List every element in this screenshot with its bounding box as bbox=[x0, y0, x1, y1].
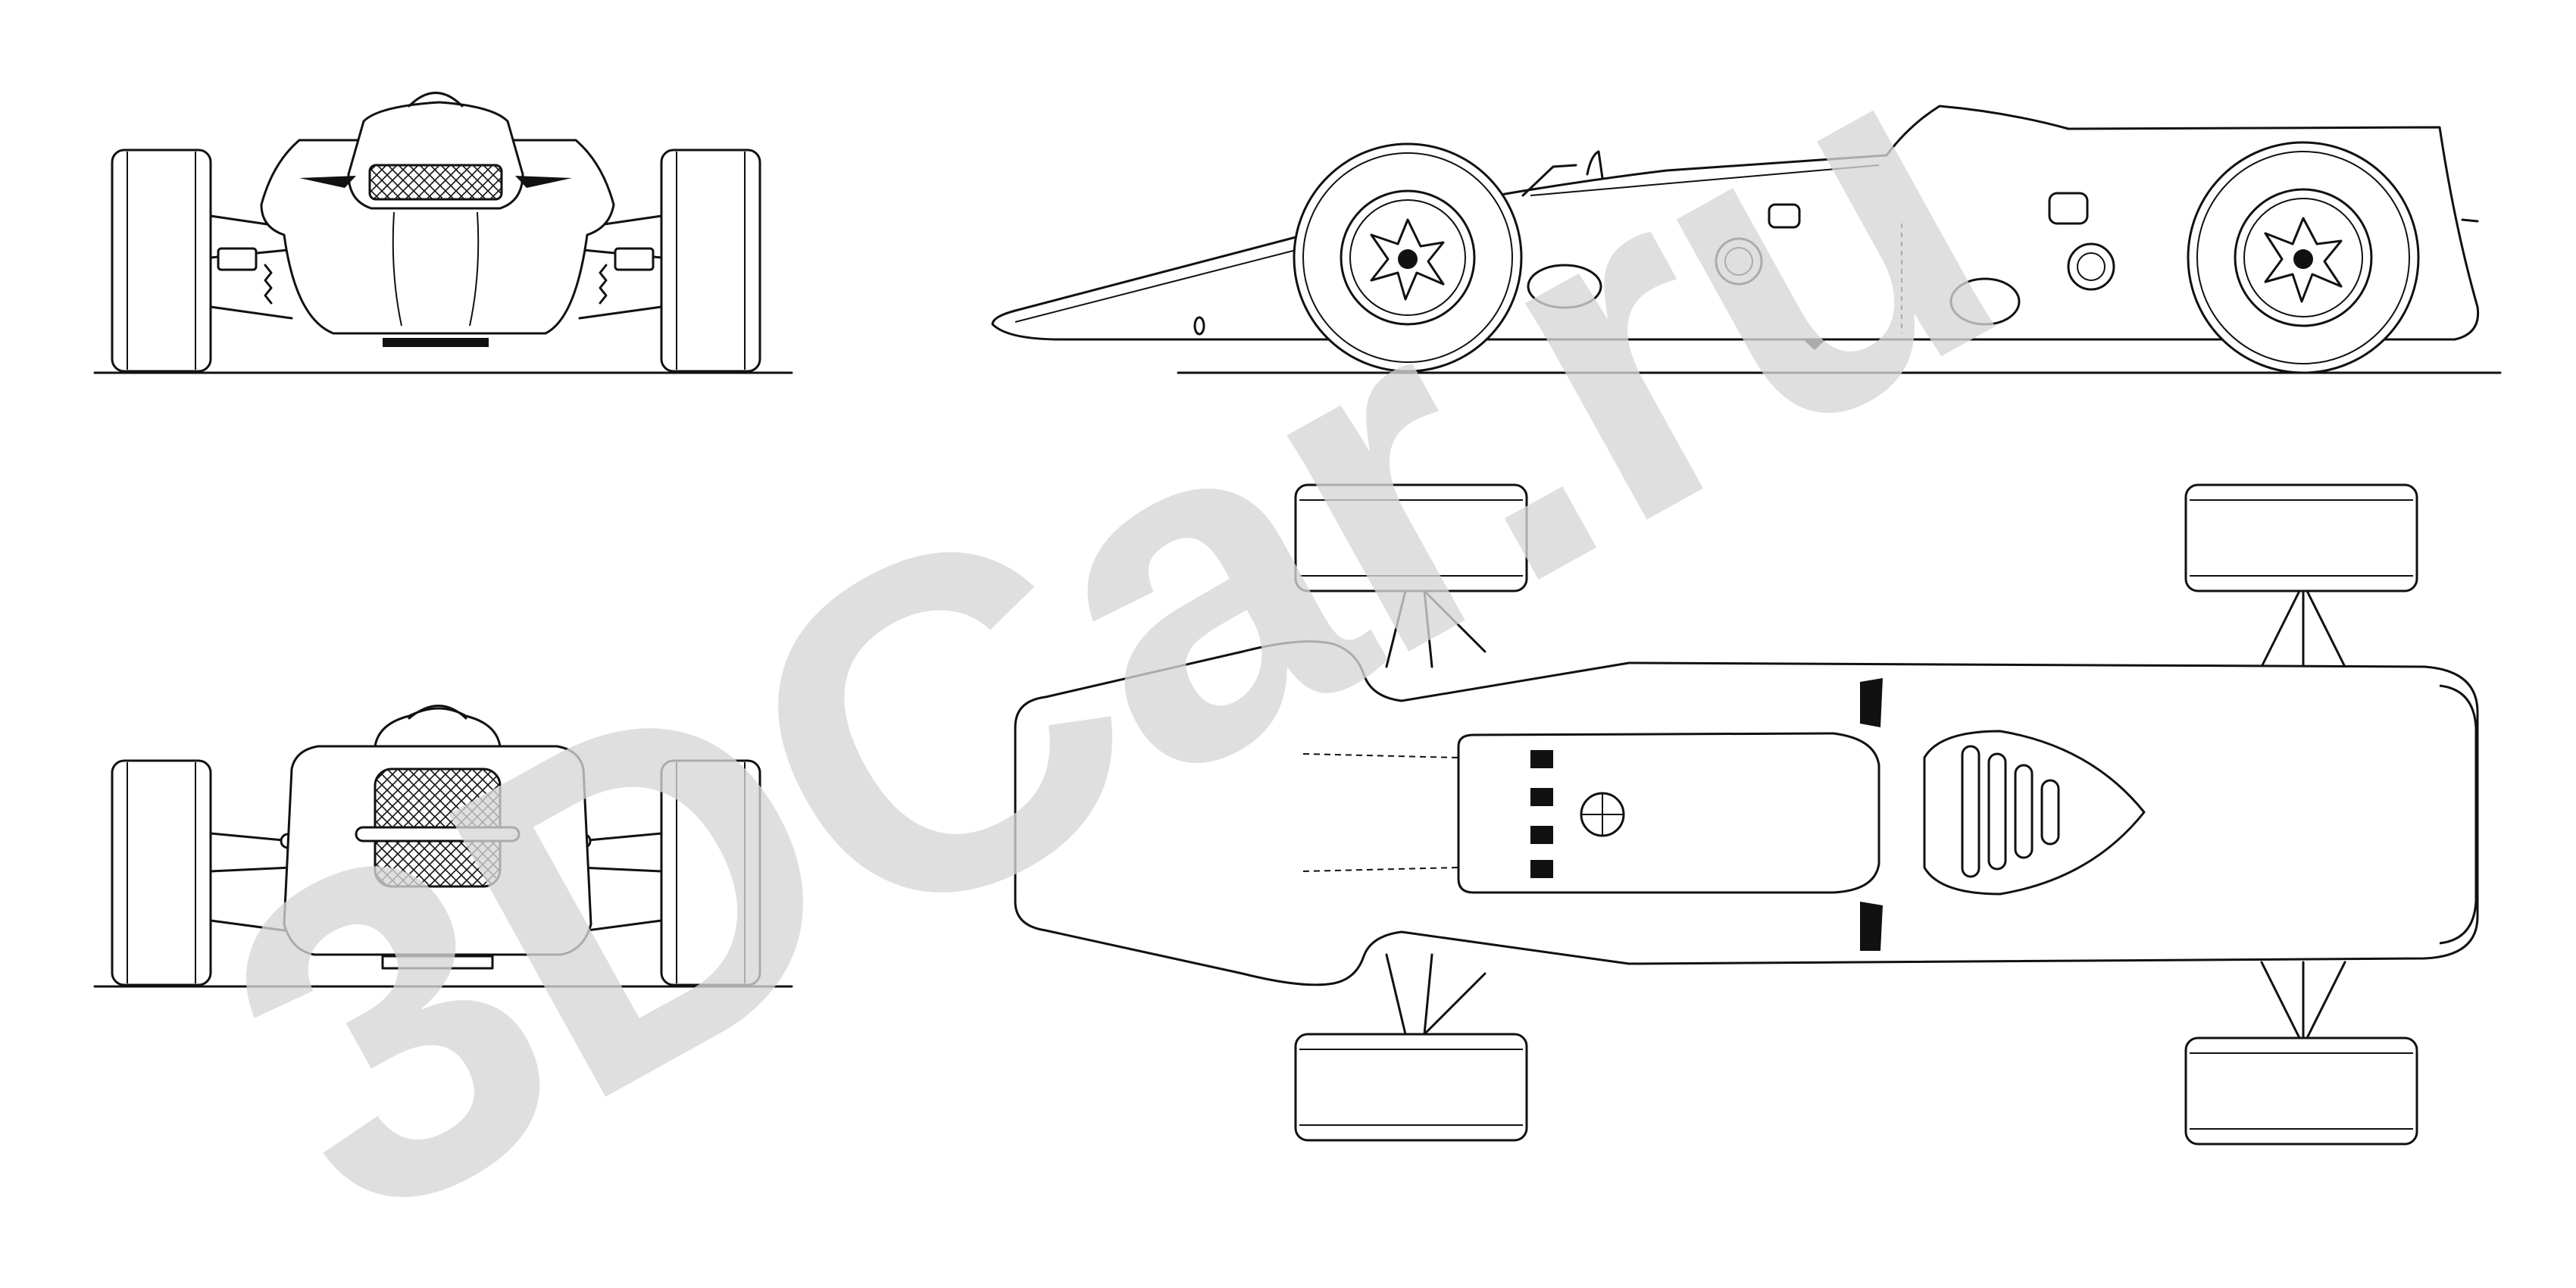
top-suspension bbox=[1385, 589, 2346, 1039]
rear-gearbox bbox=[381, 955, 494, 970]
side-oval-panel-rear bbox=[1949, 277, 2021, 326]
front-right-tire bbox=[660, 148, 761, 373]
top-gauge-1 bbox=[1530, 750, 1553, 768]
front-left-tire bbox=[111, 148, 212, 373]
front-radiator-mesh bbox=[368, 164, 503, 201]
side-filler-cap-front bbox=[1715, 237, 1763, 286]
front-undertray bbox=[383, 338, 489, 347]
side-windscreen bbox=[1521, 164, 1577, 197]
rear-right-tire bbox=[660, 759, 761, 986]
front-view bbox=[93, 92, 793, 374]
top-intake-slot-3 bbox=[2014, 764, 2034, 859]
side-tail-pipe bbox=[2461, 218, 2479, 223]
side-filler-cap-rear bbox=[2067, 242, 2115, 291]
top-rear-bumper bbox=[2439, 684, 2478, 945]
side-rear-wheel bbox=[2187, 141, 2420, 374]
side-steering-wheel bbox=[1586, 150, 1604, 180]
side-oval-panel-front bbox=[1527, 264, 1602, 309]
top-intake-slot-1 bbox=[1961, 745, 1980, 878]
side-view bbox=[991, 105, 2502, 374]
top-rear-left-tire bbox=[2184, 483, 2418, 592]
top-view bbox=[1014, 483, 2479, 1146]
top-rear-right-tire bbox=[2184, 1036, 2418, 1146]
top-intake-slot-4 bbox=[2040, 779, 2060, 846]
front-suspension bbox=[209, 214, 663, 320]
top-front-right-tire bbox=[1294, 1033, 1528, 1142]
side-mirror-mount bbox=[1768, 203, 1801, 229]
top-intake-slot-2 bbox=[1987, 752, 2007, 871]
top-right-vent bbox=[1860, 902, 1883, 951]
rear-left-tire bbox=[111, 759, 212, 986]
front-left-winglet bbox=[299, 176, 356, 188]
rear-rollbar bbox=[374, 707, 502, 748]
side-rear-scoop bbox=[2048, 192, 2089, 225]
rear-exhaust-bar bbox=[355, 826, 521, 843]
top-cockpit bbox=[1457, 732, 1880, 894]
rear-view bbox=[93, 705, 793, 988]
top-left-vent bbox=[1860, 678, 1883, 727]
top-gauge-3 bbox=[1530, 826, 1553, 844]
top-front-left-tire bbox=[1294, 483, 1528, 592]
top-gauge-4 bbox=[1530, 860, 1553, 878]
front-right-winglet bbox=[515, 176, 572, 188]
top-gauge-2 bbox=[1530, 788, 1553, 806]
side-front-wheel bbox=[1293, 142, 1523, 373]
